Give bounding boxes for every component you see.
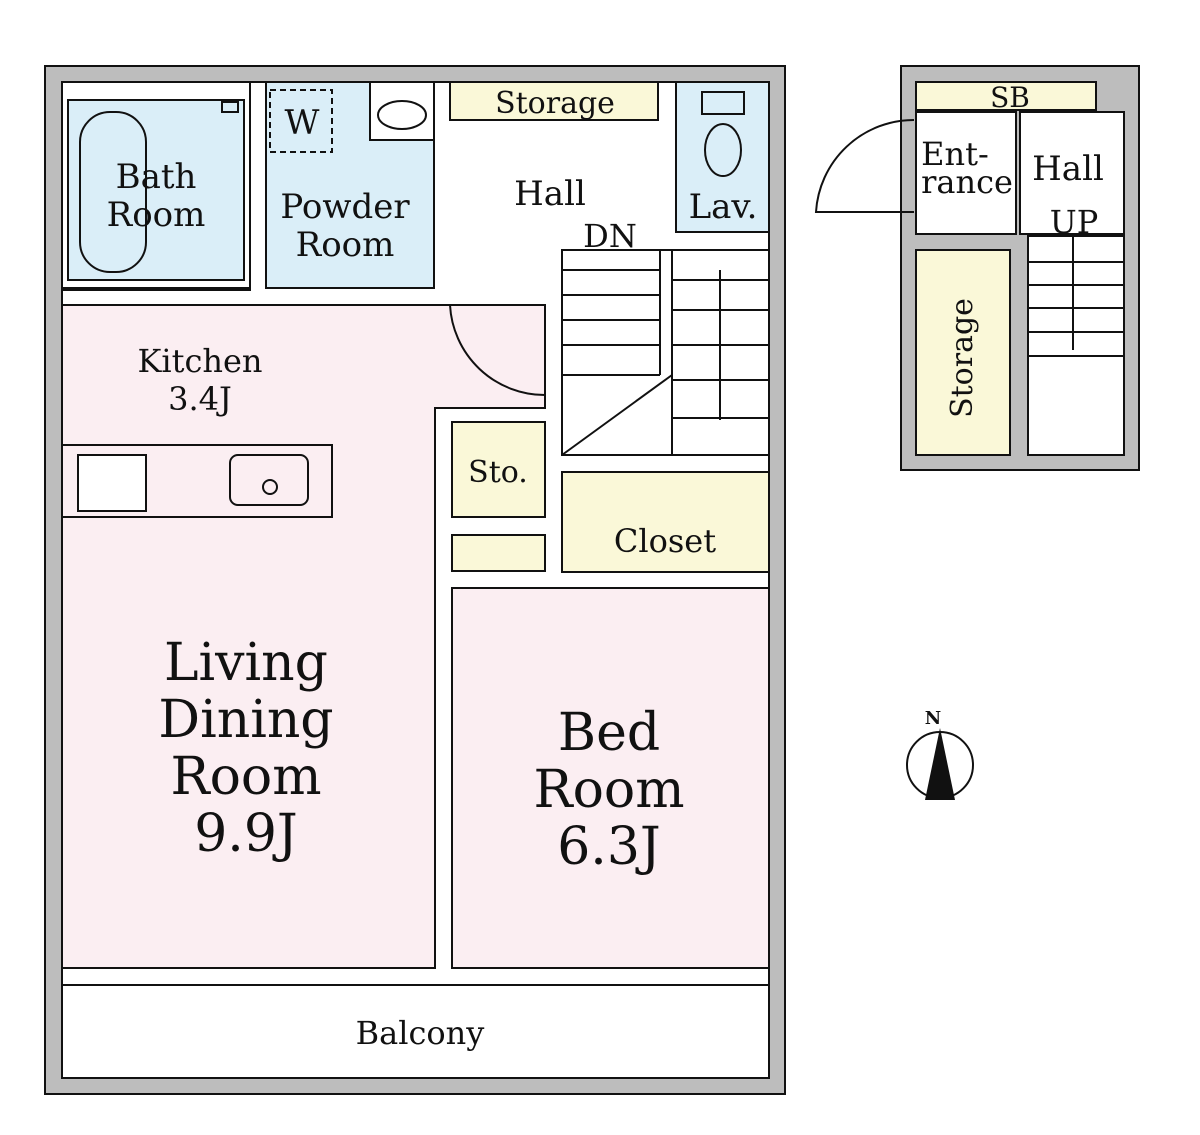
sto-label: Sto. [468,455,528,490]
compass-label: N [925,708,941,729]
closet-label: Closet [614,522,716,560]
sink-icon [377,100,427,130]
sb-label: SB [990,81,1030,114]
closet [561,471,770,573]
storage-side [915,249,1011,456]
bath-room [67,99,245,281]
entrance [915,111,1017,235]
washer-space [269,89,333,153]
storage-top [449,81,659,121]
toilet-icon [704,123,742,177]
svg-text:6.3J: 6.3J [557,817,661,877]
svg-text:Dining: Dining [158,690,333,750]
svg-text:rance: rance [921,163,1013,201]
bed-room [451,587,770,969]
hall-label: Hall [514,174,586,214]
entrance-door [814,118,915,213]
lav-room [675,81,770,233]
up-label: UP [1050,203,1099,241]
kitchen-label: Kitchen [137,342,262,380]
sb [915,81,1097,111]
stairs-up [1027,235,1125,456]
storage-label: Storage [495,86,615,121]
bed-label: Bed [558,703,660,763]
entrance-hall-label: Hall [1032,149,1104,189]
stairs [561,249,770,456]
bathtub-icon [79,111,147,273]
side-storage-label: Storage [945,298,980,418]
compass-icon [906,728,974,800]
living-label: Living [164,633,328,693]
svg-text:Room: Room [107,195,206,235]
entrance-label: Ent- [921,135,989,173]
svg-text:9.9J: 9.9J [194,804,298,864]
dn-label: DN [583,217,637,255]
door-swing [449,304,546,397]
sto-room [451,421,546,518]
stove-icon [77,454,147,512]
svg-text:Room: Room [170,747,321,807]
svg-text:Room: Room [296,225,395,265]
kitchen-sink-icon [229,454,309,506]
powder-label: Powder [280,187,410,227]
svg-text:Room: Room [533,760,684,820]
svg-text:3.4J: 3.4J [168,380,232,418]
bath-label: Bath [116,157,197,197]
washer-label: W [285,103,320,143]
balcony [61,984,770,1079]
balcony-label: Balcony [356,1014,485,1052]
lav-label: Lav. [689,187,758,227]
